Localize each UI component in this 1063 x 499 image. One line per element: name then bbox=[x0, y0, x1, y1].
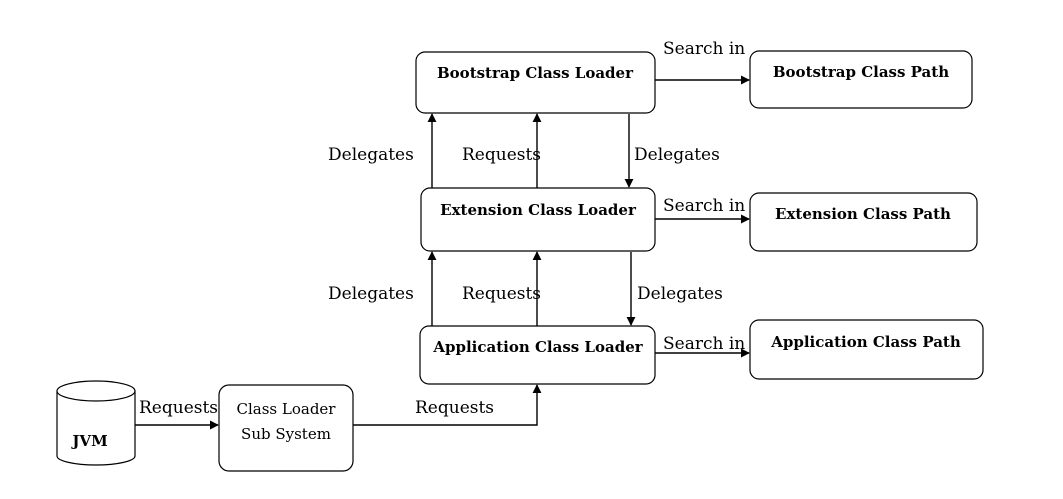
application-loader-box: Application Class Loader bbox=[419, 325, 656, 385]
application-path-box: Application Class Path bbox=[749, 319, 984, 380]
label-jvm-to-subsystem: Requests bbox=[139, 398, 218, 418]
label-extension-search: Search in bbox=[663, 196, 745, 216]
extension-loader-box: Extension Class Loader bbox=[420, 187, 656, 252]
label-ext-to-boot-delegates: Delegates bbox=[328, 145, 414, 165]
label-bootstrap-search: Search in bbox=[663, 39, 745, 59]
bootstrap-loader-box: Bootstrap Class Loader bbox=[415, 51, 656, 114]
label-ext-to-boot-requests: Requests bbox=[462, 145, 541, 165]
label-application-search: Search in bbox=[663, 334, 745, 354]
label-boot-to-ext-delegates: Delegates bbox=[634, 145, 720, 165]
application-path-label: Application Class Path bbox=[770, 333, 961, 351]
subsystem-label-line1: Class Loader bbox=[237, 400, 337, 418]
jvm-label: JVM bbox=[70, 432, 107, 450]
arrow-subsystem-to-application bbox=[353, 384, 542, 426]
bootstrap-path-label: Bootstrap Class Path bbox=[773, 63, 949, 81]
subsystem-box: Class Loader Sub System bbox=[218, 384, 354, 472]
bootstrap-path-box: Bootstrap Class Path bbox=[749, 50, 973, 109]
label-subsystem-to-application: Requests bbox=[415, 398, 494, 418]
label-ext-to-app-delegates: Delegates bbox=[637, 284, 723, 304]
application-loader-label: Application Class Loader bbox=[432, 338, 643, 356]
extension-loader-label: Extension Class Loader bbox=[440, 201, 637, 219]
extension-path-label: Extension Class Path bbox=[775, 205, 951, 223]
bootstrap-loader-label: Bootstrap Class Loader bbox=[437, 64, 634, 82]
label-app-to-ext-requests: Requests bbox=[462, 284, 541, 304]
jvm-cylinder: JVM bbox=[56, 380, 136, 466]
extension-path-box: Extension Class Path bbox=[749, 192, 978, 252]
subsystem-label-line2: Sub System bbox=[241, 425, 331, 443]
label-app-to-ext-delegates: Delegates bbox=[328, 284, 414, 304]
